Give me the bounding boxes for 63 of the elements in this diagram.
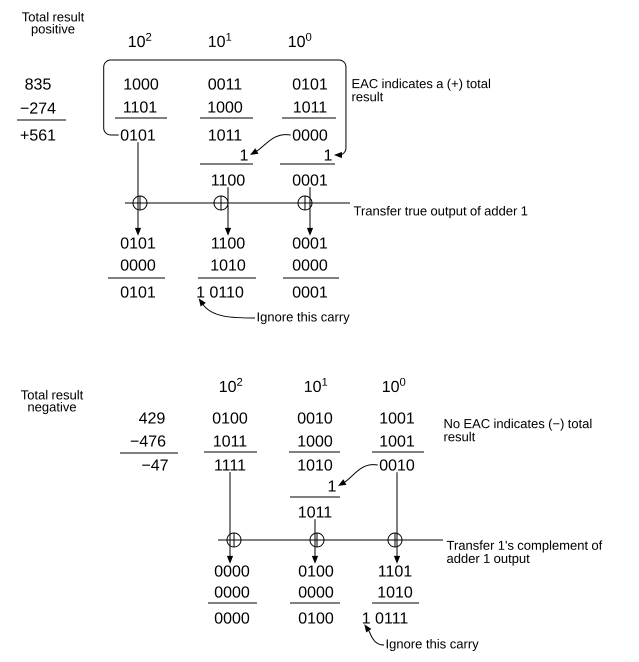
column-heading: 10$^{1}$: [208, 32, 232, 48]
note-text: Transfer 1's complement of adder 1 output: [446, 540, 602, 566]
binary-number: 0101: [292, 78, 327, 90]
binary-number: 1001: [380, 435, 414, 447]
binary-number: 1 0111: [362, 612, 408, 624]
note-text: Ignore this carry: [386, 638, 479, 652]
binary-number: 0101: [120, 237, 155, 249]
binary-number: 1011: [294, 101, 326, 113]
binary-number: 0101: [120, 129, 155, 141]
binary-number: 0010: [298, 412, 332, 424]
carry-digit: 1: [328, 480, 336, 492]
binary-number: 1011: [209, 129, 242, 141]
binary-number: 1011: [214, 435, 246, 447]
binary-number: 1000: [298, 435, 332, 447]
binary-number: 0000: [120, 259, 156, 271]
binary-number: 1010: [298, 459, 332, 471]
binary-number: 0000: [214, 612, 250, 624]
binary-number: 1000: [208, 101, 242, 113]
carry-digit: 1: [324, 150, 332, 160]
binary-number: 0010: [380, 459, 414, 471]
binary-number: 0100: [298, 612, 334, 624]
binary-number: 0011: [208, 78, 242, 90]
decimal-number: −47: [142, 460, 168, 470]
binary-number: 1100: [212, 174, 245, 186]
binary-number: 1100: [212, 237, 245, 249]
decimal-number: −476: [130, 435, 166, 447]
binary-number: 0000: [298, 586, 334, 598]
decimal-number: −274: [20, 102, 56, 114]
column-heading: 10$^{2}$: [128, 32, 152, 48]
binary-number: 1010: [211, 259, 246, 271]
binary-number: 1000: [124, 78, 158, 90]
column-heading: 10$^{0}$: [382, 378, 406, 392]
decimal-number: 429: [139, 412, 165, 424]
binary-number: 1111: [215, 460, 246, 470]
binary-number: 1001: [380, 412, 414, 424]
note-text: Ignore this carry: [258, 312, 350, 324]
section-heading: Total result positive: [22, 12, 84, 36]
binary-number: 1 0110: [197, 286, 244, 298]
note-text: EAC indicates a (+) total result: [352, 78, 490, 102]
binary-number: 0000: [292, 259, 328, 271]
decimal-number: 835: [25, 78, 51, 90]
arrow: [103, 60, 346, 158]
binary-number: 0100: [212, 412, 248, 424]
section-heading: Total result negative: [21, 390, 84, 414]
binary-number: 0100: [298, 565, 334, 577]
note-text: Transfer true output of adder 1: [354, 206, 528, 218]
binary-number: 0101: [120, 286, 155, 298]
binary-number: 1011: [299, 506, 332, 518]
binary-number: 0001: [292, 174, 327, 186]
binary-number: 0000: [214, 565, 250, 577]
binary-number: 1101: [124, 101, 156, 113]
carry-digit: 1: [240, 150, 248, 160]
column-heading: 10$^{0}$: [288, 32, 312, 48]
binary-number: 0001: [292, 286, 327, 298]
note-text: No EAC indicates (−) total result: [444, 418, 592, 442]
column-heading: 10$^{1}$: [304, 378, 328, 392]
binary-number: 1101: [379, 565, 412, 577]
decimal-number: +561: [20, 129, 56, 141]
binary-number: 0000: [214, 586, 250, 598]
column-heading: 10$^{2}$: [220, 378, 242, 392]
binary-number: 0001: [292, 237, 327, 249]
binary-number: 0000: [292, 129, 328, 141]
binary-number: 1010: [378, 586, 412, 598]
